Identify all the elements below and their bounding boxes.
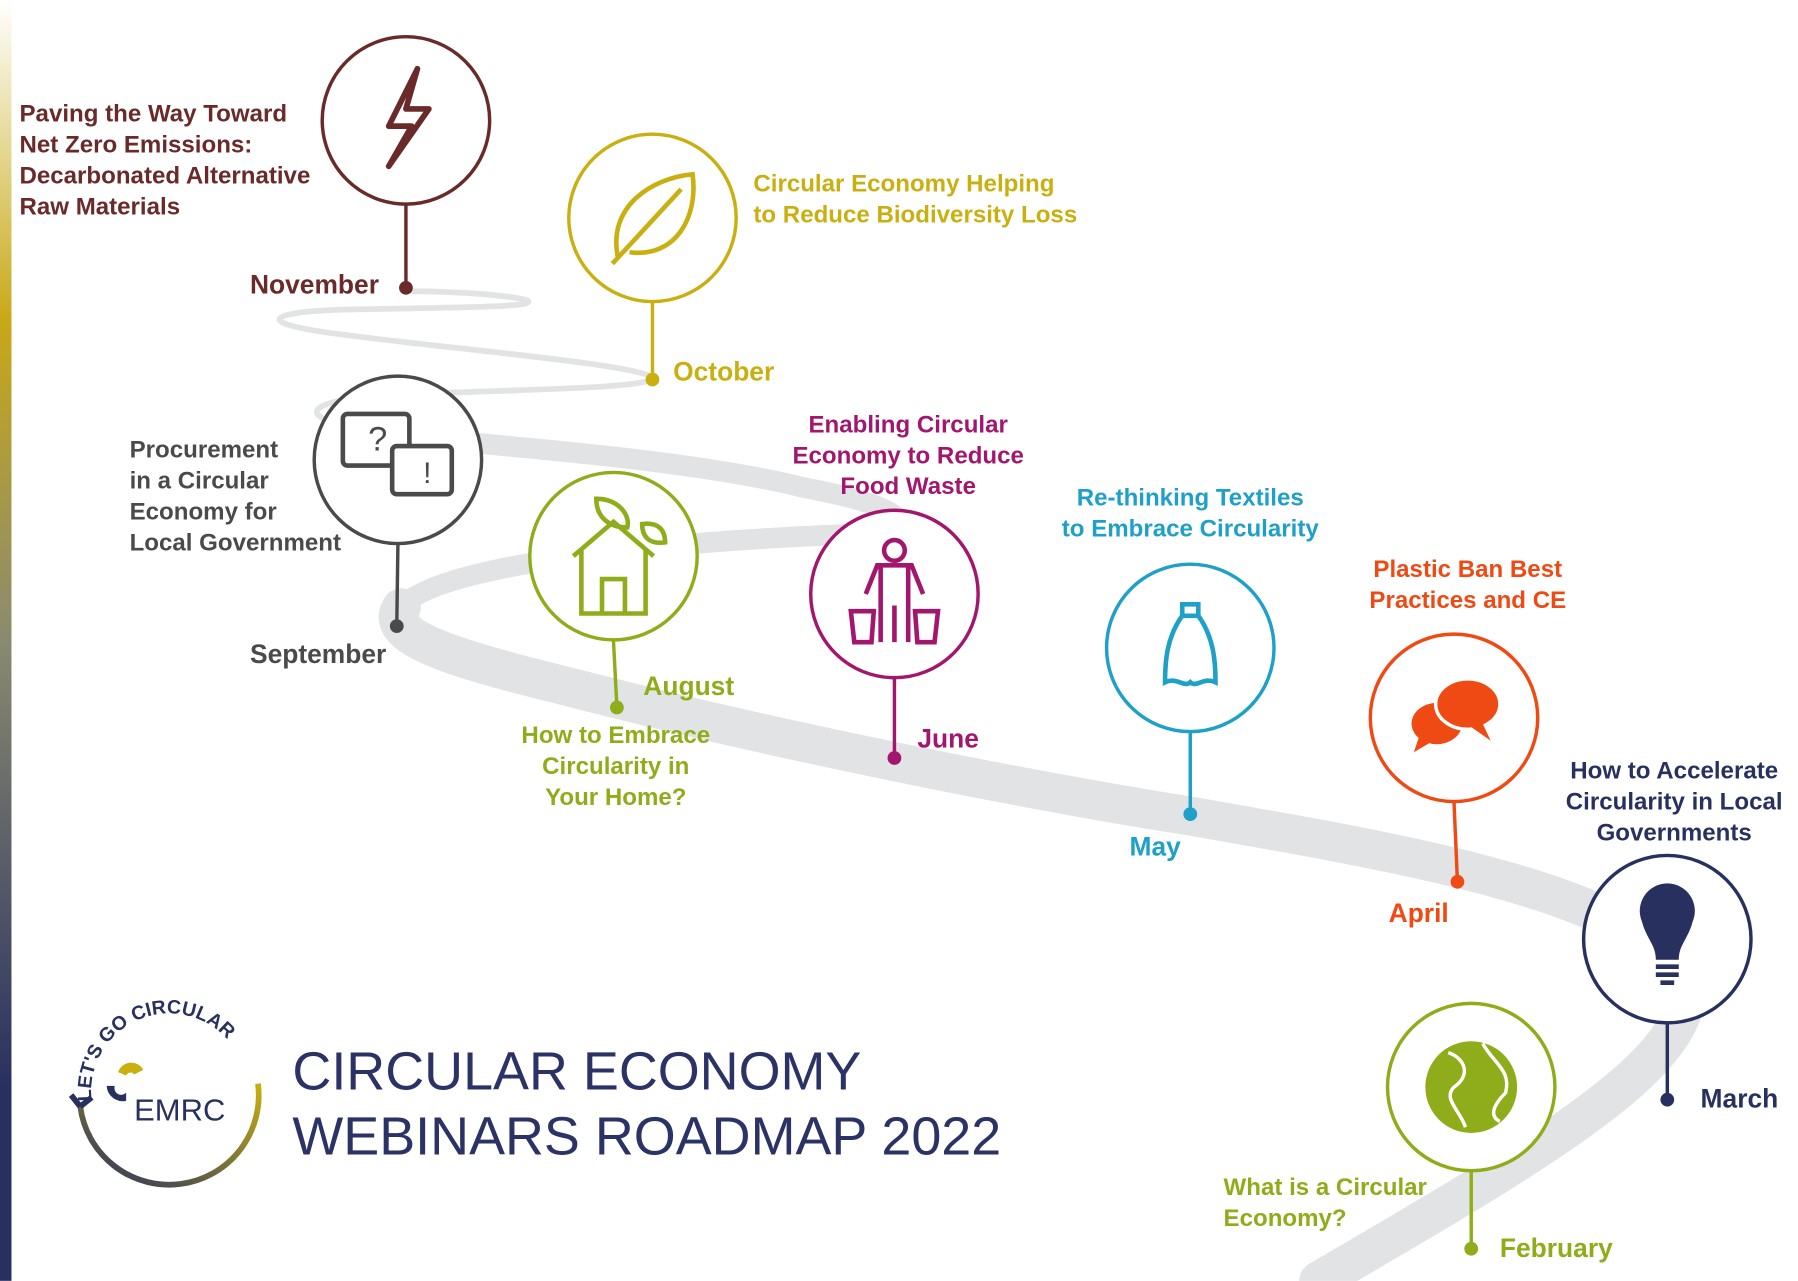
topic-line: Circularity in Local: [1565, 788, 1783, 816]
month-label-february: February: [1499, 1232, 1613, 1263]
pin-dot: [399, 280, 413, 295]
pin-circle: [808, 508, 980, 680]
pin-dot: [389, 619, 404, 633]
topic-line: Governments: [1596, 819, 1752, 847]
milestone-march: [1581, 853, 1753, 1107]
pin-dot: [1450, 874, 1465, 889]
pin-dot: [1464, 1241, 1479, 1256]
logo-name: EMRC: [134, 1092, 225, 1127]
pin-dot: [610, 700, 624, 715]
eco-house-icon: [571, 496, 668, 616]
topic-line: Plastic Ban Best: [1373, 556, 1563, 583]
topic-line: Enabling Circular: [808, 411, 1008, 439]
title-line-2: WEBINARS ROADMAP 2022: [292, 1105, 1002, 1167]
pin-dot: [1660, 1092, 1675, 1107]
topic-line: Food Waste: [840, 473, 976, 500]
topic-line: How to Embrace: [521, 722, 711, 749]
lightning-icon: [385, 65, 432, 170]
milestone-february: [1385, 1001, 1557, 1256]
month-label-may: May: [1129, 831, 1181, 862]
left-gradient-bar: [0, 0, 12, 1281]
month-label-september: September: [249, 638, 387, 669]
month-label-august: August: [643, 670, 735, 701]
milestone-october: [567, 132, 738, 387]
svg-text:!: !: [423, 457, 431, 490]
emrc-logo: LET'S GO CIRCULAR EMRC: [68, 996, 262, 1188]
topic-line: Circular Economy Helping: [753, 170, 1055, 198]
globe-icon: [1425, 1041, 1518, 1133]
topic-line: Circularity in: [542, 753, 690, 780]
topic-line: Economy?: [1223, 1205, 1347, 1232]
page-title: CIRCULAR ECONOMY WEBINARS ROADMAP 2022: [292, 1038, 1001, 1169]
topic-october: Circular Economy Helping to Reduce Biodiv…: [753, 169, 1077, 231]
topic-line: Paving the Way Toward: [19, 100, 288, 128]
topic-line: Your Home?: [545, 784, 687, 811]
milestone-november: [320, 34, 492, 295]
speech-bubbles-icon: [1411, 677, 1502, 753]
leaf-icon: [610, 171, 696, 266]
milestone-june: [808, 508, 980, 765]
pin-dot: [1183, 807, 1198, 822]
topic-line: Decarbonated Alternative: [19, 162, 311, 190]
topic-line: Net Zero Emissions:: [19, 131, 253, 159]
month-label-june: June: [917, 723, 979, 754]
pin-stem: [611, 640, 619, 708]
pin-stem: [1452, 802, 1460, 882]
month-label-october: October: [673, 356, 775, 387]
milestone-april: [1368, 632, 1540, 889]
month-label-november: November: [249, 269, 379, 300]
milestone-may: [1104, 562, 1276, 822]
milestone-august: [528, 470, 699, 715]
person-bins-icon: [848, 537, 941, 645]
svg-text:?: ?: [368, 421, 387, 459]
lightbulb-icon: [1639, 883, 1695, 986]
svg-text:LET'S GO CIRCULAR: LET'S GO CIRCULAR: [74, 996, 239, 1101]
chat-question-icon: ?!: [340, 411, 455, 497]
pin-circle: [528, 470, 699, 642]
topic-line: to Reduce Biodiversity Loss: [753, 201, 1078, 229]
month-label-april: April: [1388, 897, 1449, 928]
title-line-1: CIRCULAR ECONOMY: [292, 1040, 862, 1101]
topic-line: Re-thinking Textiles: [1076, 485, 1304, 512]
topic-line: to Embrace Circularity: [1061, 516, 1319, 543]
topic-line: Economy to Reduce: [792, 442, 1024, 470]
bottle-icon: [1162, 602, 1218, 687]
pin-dot: [645, 372, 660, 387]
pin-stem: [395, 544, 400, 627]
pin-circle: [1104, 562, 1276, 734]
topic-line: Local Government: [129, 529, 342, 557]
topic-line: How to Accelerate: [1570, 757, 1779, 785]
topic-line: in a Circular: [129, 467, 269, 495]
milestone-september: ?!: [312, 374, 484, 633]
topic-line: Raw Materials: [19, 193, 181, 221]
pin-circle: [320, 34, 492, 206]
pin-dot: [887, 751, 902, 765]
month-label-march: March: [1700, 1083, 1779, 1114]
topic-line: What is a Circular: [1223, 1174, 1427, 1201]
logo-arc-text: LET'S GO CIRCULAR: [74, 996, 239, 1101]
topic-may: Re-thinking Textiles to Embrace Circulari…: [1062, 483, 1319, 545]
topic-line: Procurement: [129, 436, 279, 464]
topic-line: Economy for: [129, 498, 277, 526]
topic-line: Practices and CE: [1369, 587, 1567, 614]
